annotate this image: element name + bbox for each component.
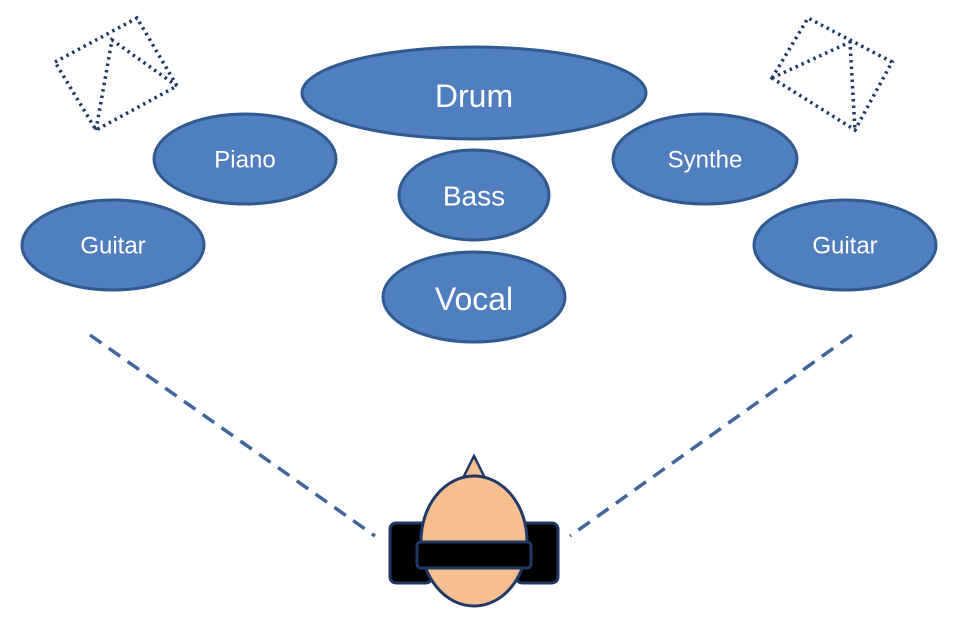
headphone-band-icon	[415, 540, 533, 570]
instrument-drum: Drum	[300, 45, 648, 141]
instrument-guitar-left-label: Guitar	[80, 233, 145, 260]
listener-head-icon	[388, 453, 560, 608]
instrument-drum-label: Drum	[435, 78, 513, 114]
instrument-vocal-label: Vocal	[435, 281, 513, 317]
instrument-bass-label: Bass	[443, 181, 505, 212]
instrument-vocal: Vocal	[381, 250, 567, 344]
instrument-synthe: Synthe	[611, 112, 799, 206]
instrument-piano-label: Piano	[214, 147, 275, 174]
instrument-synthe-label: Synthe	[668, 147, 743, 174]
instrument-guitar-left: Guitar	[20, 198, 206, 292]
instrument-guitar-right-label: Guitar	[812, 233, 877, 260]
instrument-piano: Piano	[152, 112, 338, 206]
left-speaker-icon	[52, 15, 180, 133]
instrument-guitar-right: Guitar	[752, 198, 938, 292]
left-sightline	[88, 333, 377, 538]
right-speaker-icon	[769, 15, 895, 133]
instrument-bass: Bass	[397, 148, 551, 242]
right-sightline	[568, 333, 854, 538]
